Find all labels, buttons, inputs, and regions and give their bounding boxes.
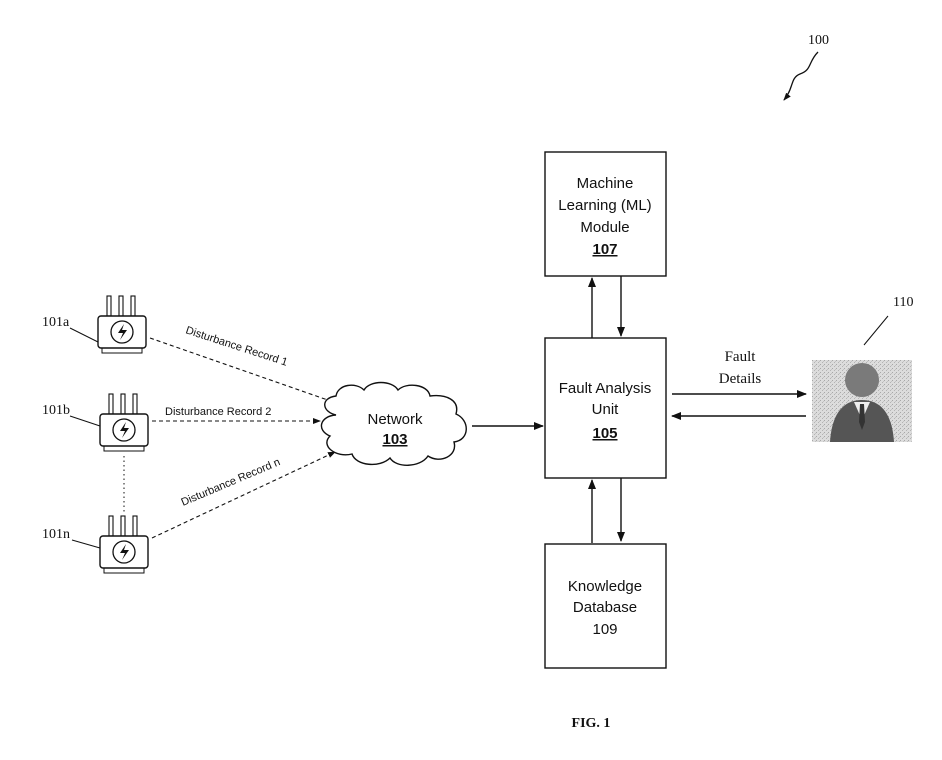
knowledge-db-label-line2: Database [573,599,637,616]
figure-ref-label: 100 [808,33,829,48]
bushing-icon [109,516,137,536]
ml-module-label-line3: Module [580,219,629,236]
device-ref-101n: 101n [42,527,70,542]
bushing-icon [107,296,135,316]
disturbance-record-1-label: Disturbance Record 1 [184,324,289,368]
fault-unit-label-line1: Fault Analysis [559,380,652,397]
disturbance-record-2-label: Disturbance Record 2 [165,406,271,418]
fault-details-label-line2: Details [719,371,762,387]
knowledge-db-number: 109 [592,621,617,638]
ml-module-label-line2: Learning (ML) [558,197,651,214]
network-label: Network [367,411,423,428]
ml-module-number: 107 [592,241,617,258]
knowledge-db-label-line1: Knowledge [568,578,642,595]
bushing-icon [109,394,137,414]
substation-device-101n [100,516,148,573]
fault-details-label-line1: Fault [725,349,757,365]
figure-ref-arrow [784,52,818,100]
device-ref-101b: 101b [42,403,70,418]
substation-device-101a [98,296,146,353]
user-ref-label: 110 [893,295,913,310]
substation-device-101b [100,394,148,451]
ml-module-label-line1: Machine [577,175,634,192]
device-ref-101a: 101a [42,315,70,330]
fault-unit-label-line2: Unit [592,401,620,418]
fault-unit-number: 105 [592,425,617,442]
user-avatar-icon [812,360,912,442]
figure-caption: FIG. 1 [572,716,611,731]
network-number: 103 [382,431,407,448]
disturbance-record-n-arrow [152,452,335,538]
